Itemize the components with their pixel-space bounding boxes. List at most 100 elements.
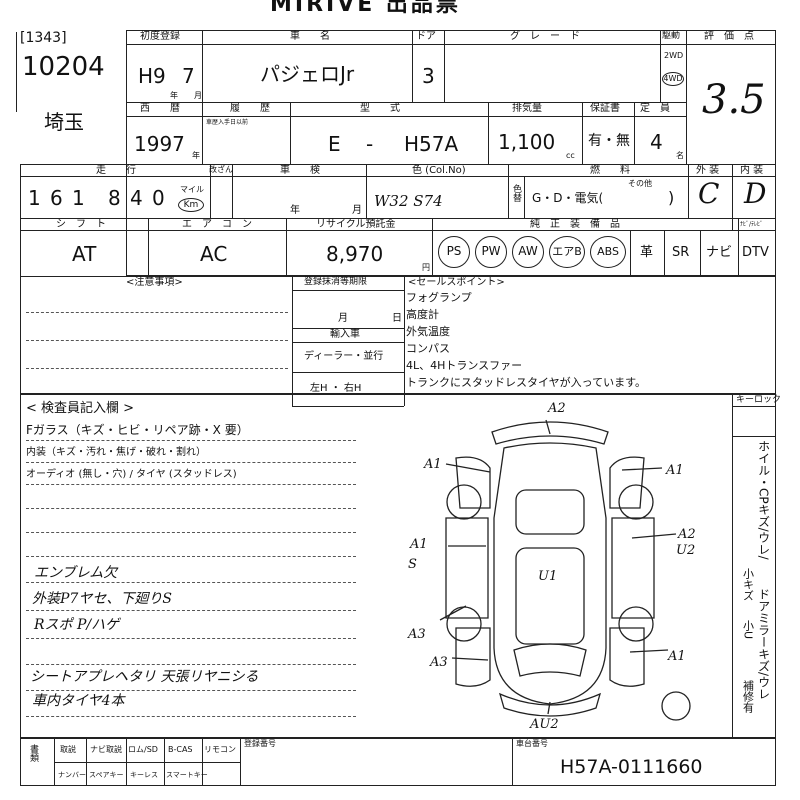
mileage-digit: 8: [108, 186, 121, 210]
equipment-airbag: エアB: [549, 236, 585, 268]
form-title: MIRIVE 出品票: [270, 0, 461, 17]
damage-mark: A2: [547, 401, 566, 416]
footer-spare-key: スペアキー: [89, 771, 124, 779]
header-shift: シ フ ト: [56, 219, 106, 230]
roof-shape: [515, 547, 585, 645]
header-first-reg: 初度登録: [140, 31, 180, 42]
shift-value: AT: [72, 242, 97, 266]
header-color: 色 (Col.No): [412, 165, 466, 176]
inspector-line: 内装（キズ・汚れ・焦げ・破れ・割れ）: [26, 447, 206, 458]
fuel-close: ): [668, 188, 675, 207]
mileage-digit: 1: [72, 186, 85, 210]
left-front-fender: [455, 627, 491, 687]
inspector-line: オーディオ (無し・穴) / タイヤ (スタッドレス): [26, 469, 237, 480]
color-code: W32 S74: [374, 192, 443, 210]
header-inspection: 車 検: [280, 165, 320, 176]
header-interior: 内 装: [740, 165, 764, 176]
header-model: 型 式: [360, 103, 400, 114]
equipment-leather: 革: [640, 245, 654, 260]
mileage-unit-mile: マイル: [180, 185, 204, 194]
spare-tire: [661, 691, 691, 721]
footer-smart-key: スマートキー: [166, 771, 208, 779]
reg-day-label: 日: [392, 313, 402, 324]
capacity-unit: 名: [676, 151, 684, 160]
header-western-year: 西 暦: [140, 103, 180, 114]
header-history: 履 歴: [230, 103, 270, 114]
damage-mark: A3: [407, 627, 426, 642]
damage-mark: AU2: [529, 717, 559, 732]
car-damage-diagram: A2 A1 A1 A2 U2 A1 S U1 A1 A3 A3 AU2: [407, 401, 696, 732]
side-text-smallu: 小U: [741, 620, 755, 640]
header-mileage: 走 行: [96, 165, 136, 176]
year-value: 1997: [134, 132, 185, 156]
equipment-navi: ナビ: [706, 245, 733, 260]
displacement-value: 1,100: [498, 130, 556, 154]
handwritten-note: 外装P7ヤセ、下廻りS: [32, 591, 172, 607]
damage-mark: U1: [538, 569, 557, 584]
right-front-fender: [609, 627, 645, 687]
recycle-unit: 円: [422, 263, 430, 272]
equipment-dtv: DTV: [742, 245, 769, 260]
mileage-unit-km: Km: [178, 198, 204, 212]
mileage-digit: 0: [152, 186, 165, 210]
side-text-small: 小キズ: [741, 568, 755, 601]
front-bumper-shape: [498, 692, 602, 717]
header-capacity: 定 員: [640, 103, 670, 114]
rear-spoiler-shape: [491, 421, 609, 445]
handwritten-note: Rスポ P/ハゲ: [34, 617, 120, 633]
sales-points-header: <セールスポイント>: [408, 277, 505, 288]
side-text-repair: 補修有: [741, 680, 755, 713]
damage-mark: A2: [677, 527, 696, 542]
footer-navi-sd: ナビ取説: [90, 745, 122, 754]
equipment-pw: PW: [475, 236, 507, 268]
inspection-month: 月: [352, 205, 362, 216]
mileage-digit: 6: [50, 186, 63, 210]
import-dealer: ディーラー・並行: [304, 351, 384, 362]
wheel-fr: [618, 606, 654, 642]
footer-section: [20, 738, 776, 786]
header-drive: 駆動: [662, 31, 681, 41]
damage-mark: A3: [429, 655, 448, 670]
footer-docs: 書類: [28, 744, 38, 762]
sales-point: フォグランプ: [406, 291, 472, 304]
sales-point: 高度計: [406, 308, 439, 321]
upper-grid: [126, 30, 776, 276]
damage-mark: A1: [409, 537, 428, 552]
color-label: 色替: [511, 184, 521, 202]
header-recycle: リサイクル預託金: [316, 219, 396, 230]
model-dash: -: [366, 132, 374, 156]
car-name: パジェロJr: [260, 62, 355, 86]
damage-mark: A1: [667, 649, 686, 664]
warranty-value: 有・無: [588, 133, 630, 149]
car-body-shape: [493, 442, 607, 705]
wheel-rr: [618, 484, 654, 520]
drive-4wd: 4WD: [662, 72, 684, 86]
footer-number: ナンバー: [58, 771, 86, 779]
left-door-shape: [445, 517, 489, 619]
header-rating: 評 価 点: [704, 31, 754, 42]
aircon-value: AC: [200, 242, 228, 266]
equipment-aw: AW: [512, 236, 544, 268]
sales-point: コンパス: [406, 342, 450, 355]
key-lock-label: キーロック: [736, 395, 782, 405]
right-rear-fender: [609, 456, 645, 509]
rear-window-shape: [515, 489, 585, 535]
damage-mark: A1: [665, 463, 684, 478]
damage-mark: U2: [676, 543, 695, 558]
header-exterior: 外 装: [696, 165, 720, 176]
sales-point: トランクにスタッドレスタイヤが入っています。: [406, 376, 647, 389]
side-text-mirror: ドアミラーキズ/ウレ: [756, 588, 771, 701]
footer-chassis-number: H57A-0111660: [560, 756, 703, 778]
lot-number: 10204: [22, 52, 105, 82]
history-note: 車歴入手日以前: [206, 119, 249, 126]
interior-grade: D: [744, 177, 767, 210]
reg-month: 7: [182, 64, 195, 88]
footer-keyless: キーレス: [130, 771, 158, 779]
model-value: H57A: [404, 132, 459, 156]
header-navi-tv: ﾅﾋﾞ/ﾃﾚﾋﾞ: [740, 221, 764, 228]
sales-point: 外気温度: [406, 325, 450, 338]
mileage-digit: 4: [130, 186, 143, 210]
equipment-sr: SR: [672, 245, 690, 260]
footer-reg-number: 登録番号: [244, 739, 276, 748]
doors-value: 3: [422, 64, 435, 88]
